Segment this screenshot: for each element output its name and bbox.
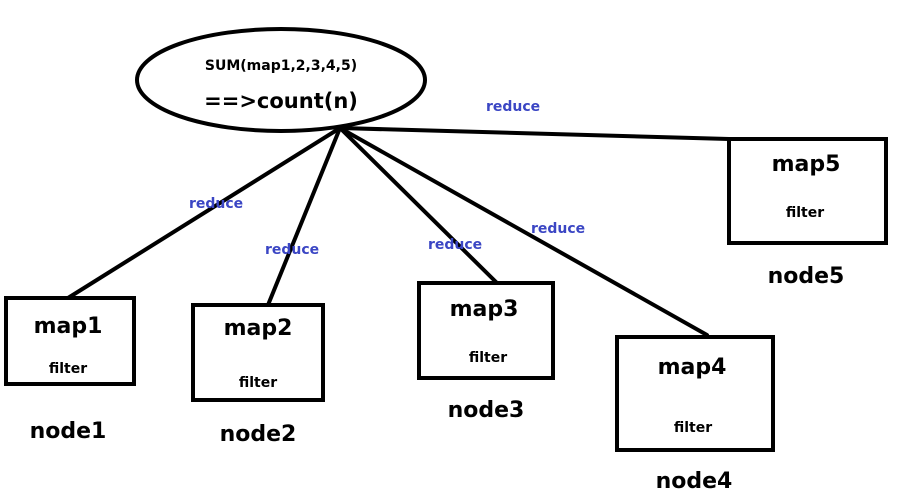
map1-box: map1 filter [4, 296, 136, 386]
map5-label: map5 [772, 152, 841, 177]
node2-label: node2 [220, 422, 297, 447]
edges [66, 126, 731, 337]
map3-label: map3 [450, 297, 519, 322]
node5-label: node5 [768, 264, 845, 289]
map1-rect [4, 296, 136, 386]
map4-label: map4 [658, 355, 727, 380]
node3-label: node3 [448, 398, 525, 423]
edge-map3 [338, 126, 499, 285]
map1-filter-label: filter [49, 361, 87, 377]
edge-map2 [266, 126, 342, 307]
map2-rect [191, 303, 325, 402]
root-sum-text: SUM(map1,2,3,4,5) [205, 58, 357, 74]
map2-filter-label: filter [239, 375, 277, 391]
node1-label: node1 [30, 419, 107, 444]
map5-filter-label: filter [786, 205, 824, 221]
edge-map1 [66, 126, 342, 300]
root-ellipse [135, 27, 427, 133]
map3-rect [417, 281, 555, 380]
map4-rect [615, 335, 775, 452]
node4-label: node4 [656, 469, 733, 494]
map3-box: map3 filter [417, 281, 555, 380]
map2-label: map2 [224, 316, 293, 341]
map1-label: map1 [34, 314, 103, 339]
reduce-label-map4: reduce [531, 221, 585, 237]
map5-rect [727, 137, 888, 245]
reduce-labels: reduce reduce reduce reduce reduce [189, 99, 585, 258]
map3-filter-label: filter [469, 350, 507, 366]
root-count-text: ==>count(n) [204, 89, 358, 113]
reduce-label-map1: reduce [189, 196, 243, 212]
root-node: SUM(map1,2,3,4,5) ==>count(n) [135, 27, 427, 133]
reduce-label-map2: reduce [265, 242, 319, 258]
map2-box: map2 filter [191, 303, 325, 402]
map5-box: map5 filter [727, 137, 888, 245]
map4-box: map4 filter [615, 335, 775, 452]
reduce-label-map3: reduce [428, 237, 482, 253]
edge-map4 [338, 126, 709, 337]
map4-filter-label: filter [674, 420, 712, 436]
reduce-label-map5: reduce [486, 99, 540, 115]
edge-map5 [338, 126, 731, 141]
